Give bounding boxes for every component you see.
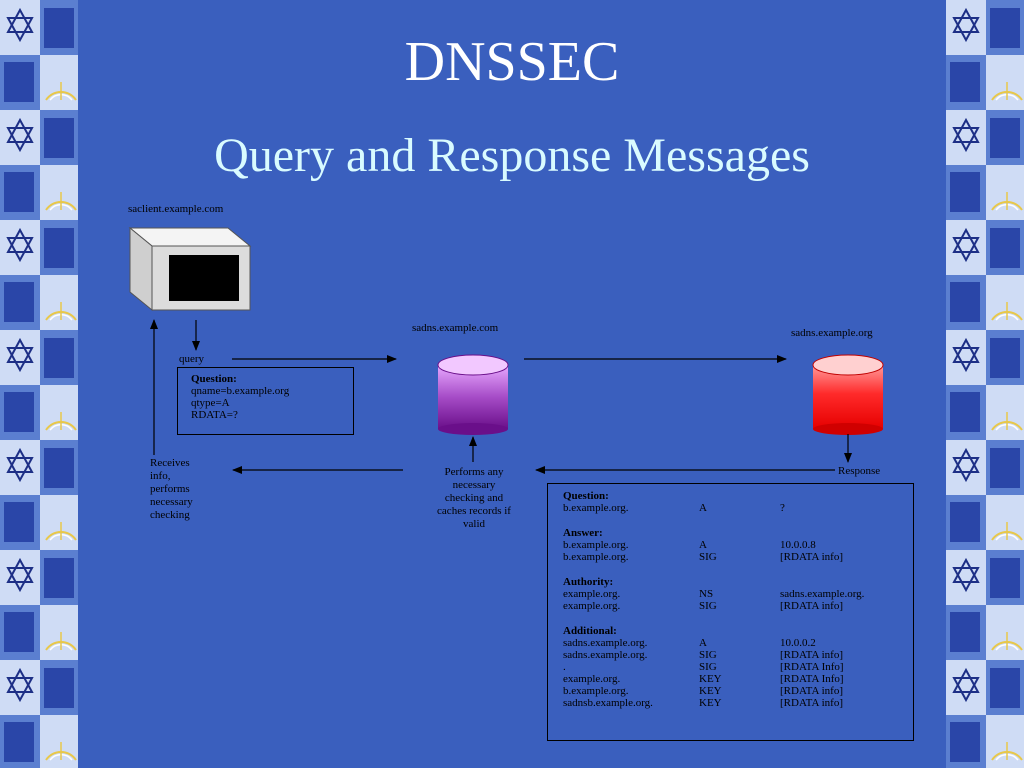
resolver-hostname: sadns.example.com xyxy=(412,322,499,334)
client-checking-note: Receives info, performs necessary checki… xyxy=(150,457,193,521)
table-row: sadns.example.org. A 10.0.0.2 xyxy=(563,637,816,649)
table-row: sadnsb.example.org. KEY [RDATA info] xyxy=(563,697,843,709)
response-section-additional: Additional: sadns.example.org. A 10.0.0.… xyxy=(563,625,913,709)
query-message-box: Question: qname=b.example.org qtype=A RD… xyxy=(177,367,354,435)
resolver-checking-note: Performs any necessary checking and cach… xyxy=(437,466,511,530)
response-section-question: Question: b.example.org. A ? xyxy=(563,490,913,514)
table-row: b.example.org. A 10.0.0.8 xyxy=(563,539,816,551)
table-row: b.example.org. SIG [RDATA info] xyxy=(563,551,843,563)
left-border-decoration xyxy=(0,0,78,768)
table-row: b.example.org. KEY [RDATA info] xyxy=(563,685,843,697)
table-row: example.org. KEY [RDATA Info] xyxy=(563,673,844,685)
response-message-box: Question: b.example.org. A ? Answer: b.e… xyxy=(547,483,914,741)
slide-title: DNSSEC xyxy=(404,31,620,93)
resolver-database-icon xyxy=(437,354,509,435)
authority-database-icon xyxy=(812,354,884,435)
computer-monitor-icon xyxy=(128,226,252,312)
response-label: Response xyxy=(838,465,881,477)
response-section-authority: Authority: example.org. NS sadns.example… xyxy=(563,576,913,612)
right-border-decoration xyxy=(946,0,1024,768)
table-row: . SIG [RDATA Info] xyxy=(563,661,844,673)
response-section-answer: Answer: b.example.org. A 10.0.0.8 b.exam… xyxy=(563,527,913,563)
slide-subtitle: Query and Response Messages xyxy=(214,129,810,182)
table-row: example.org. SIG [RDATA info] xyxy=(563,600,843,612)
table-row: b.example.org. A ? xyxy=(563,502,785,514)
query-label: query xyxy=(179,353,205,365)
table-row: sadns.example.org. SIG [RDATA info] xyxy=(563,649,843,661)
authority-hostname: sadns.example.org xyxy=(791,327,873,339)
table-row: example.org. NS sadns.example.org. xyxy=(563,588,865,600)
client-hostname: saclient.example.com xyxy=(128,203,224,215)
